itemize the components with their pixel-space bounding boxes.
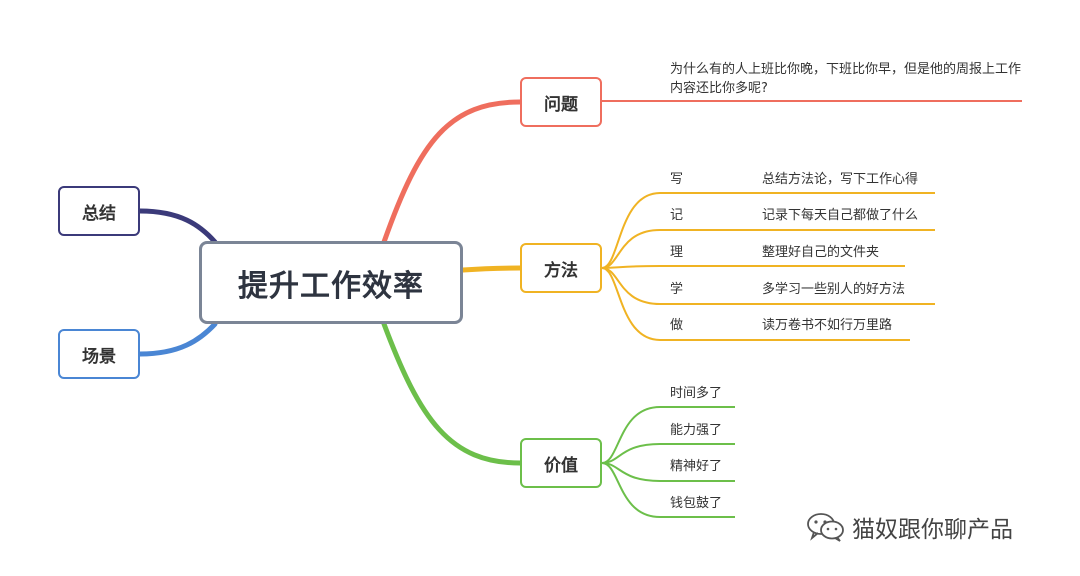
method-text[interactable]: 总结方法论，写下工作心得 [762, 172, 919, 187]
method-text[interactable]: 记录下每天自己都做了什么 [762, 208, 919, 223]
watermark: 猫奴跟你聊产品 [806, 510, 1013, 544]
topic-method[interactable]: 方法 [520, 243, 602, 293]
topic-problem[interactable]: 问题 [520, 77, 602, 127]
value-item[interactable]: 能力强了 [670, 423, 723, 438]
connector-value [381, 321, 523, 466]
method-branch-3 [601, 265, 905, 269]
value-branch-2 [601, 443, 735, 464]
method-branch-5 [601, 267, 910, 341]
method-text[interactable]: 多学习一些别人的好方法 [762, 282, 906, 297]
method-text[interactable]: 读万卷书不如行万里路 [762, 318, 893, 333]
method-key[interactable]: 写 [670, 172, 684, 187]
value-item[interactable]: 时间多了 [670, 386, 723, 401]
value-branch-4 [601, 462, 735, 518]
method-branch-2 [601, 229, 935, 269]
method-branch-1 [601, 192, 935, 269]
value-item[interactable]: 精神好了 [670, 459, 723, 474]
connector-method [460, 265, 523, 273]
connector-summary [137, 208, 218, 245]
topic-summary[interactable]: 总结 [58, 186, 140, 236]
method-key[interactable]: 学 [670, 282, 684, 297]
method-key[interactable]: 做 [670, 318, 684, 333]
wechat-icon [807, 513, 844, 542]
connector-scene [137, 321, 218, 357]
connector-problem [381, 99, 523, 245]
topic-value[interactable]: 价值 [520, 438, 602, 488]
method-key[interactable]: 记 [670, 208, 684, 223]
central-topic[interactable]: 提升工作效率 [199, 241, 463, 324]
topic-scene[interactable]: 场景 [58, 329, 140, 379]
value-item[interactable]: 钱包鼓了 [670, 496, 723, 511]
method-key[interactable]: 理 [670, 245, 684, 260]
method-text[interactable]: 整理好自己的文件夹 [762, 245, 880, 260]
problem-description[interactable]: 为什么有的人上班比你晚，下班比你早，但是他的周报上工作内容还比你多呢? [670, 62, 1022, 96]
watermark-text: 猫奴跟你聊产品 [852, 517, 1013, 543]
value-branch-1 [601, 406, 735, 464]
value-branch-3 [601, 462, 735, 482]
